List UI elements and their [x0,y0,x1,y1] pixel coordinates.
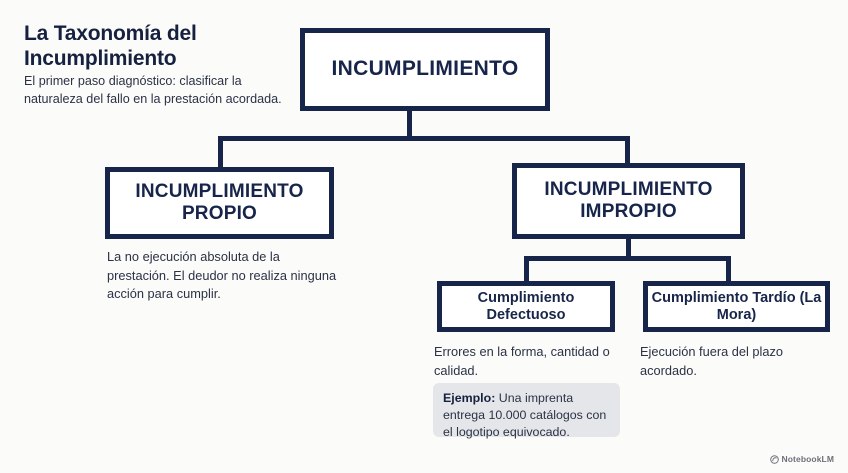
connector-level2-bus [524,256,731,261]
page-subtitle: El primer paso diagnóstico: clasificar l… [24,74,282,106]
node-cumplimiento-tardio[interactable]: Cumplimiento Tardío (La Mora) [643,281,830,332]
example-label: Ejemplo: [443,391,496,405]
node-root-label: INCUMPLIMIENTO [331,57,519,81]
description-tardio: Ejecución fuera del plazo acordado. [640,344,783,378]
node-incumplimiento-root[interactable]: INCUMPLIMIENTO [300,28,550,111]
notebooklm-label: NotebookLM [781,454,834,464]
node-cumplimiento-defectuoso[interactable]: Cumplimiento Defectuoso [437,281,615,332]
connector-impropio-stub [626,239,631,260]
example-text: Una imprenta entrega 10.000 catálogos co… [443,391,607,439]
notebooklm-watermark: NotebookLM [769,454,834,464]
node-defectuoso-label: Cumplimiento Defectuoso [477,289,575,323]
description-propio: La no ejecución absoluta de la prestació… [107,249,337,302]
node-tardio-label: Cumplimiento Tardío (La Mora) [651,289,822,323]
connector-drop-tardio [726,256,731,283]
connector-drop-defectuoso [524,256,529,283]
example-callout: Ejemplo: Una imprenta entrega 10.000 cat… [433,383,620,439]
connector-drop-impropio [625,136,630,165]
node-impropio-label: INCUMPLIMIENTO IMPROPIO [544,178,713,222]
notebooklm-logo-icon [769,454,779,464]
node-incumplimiento-impropio[interactable]: INCUMPLIMIENTO IMPROPIO [512,163,745,239]
connector-drop-propio [218,136,223,169]
description-defectuoso: Errores en la forma, cantidad o calidad. [434,344,610,378]
node-propio-label: INCUMPLIMIENTO PROPIO [135,180,304,224]
connector-root-stub [407,111,412,138]
node-incumplimiento-propio[interactable]: INCUMPLIMIENTO PROPIO [105,167,334,239]
page-title: La Taxonomía del Incumplimiento [24,22,197,70]
connector-level1-bus [218,136,630,141]
